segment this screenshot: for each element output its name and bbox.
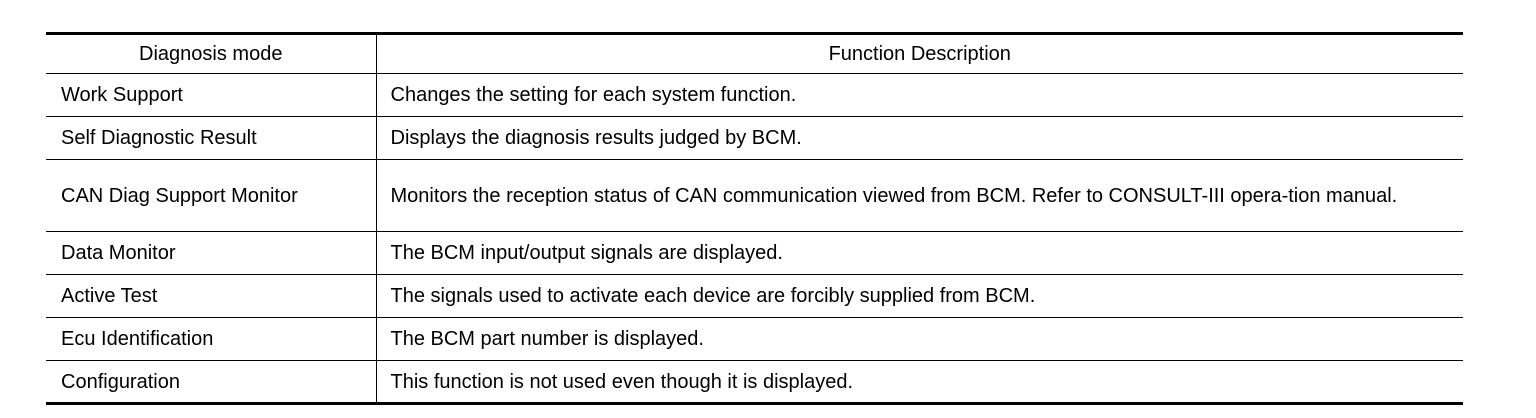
table-row: Data Monitor The BCM input/output signal… [46,231,1463,275]
table-row: Ecu Identification The BCM part number i… [46,317,1463,361]
table-row: Active Test The signals used to activate… [46,274,1463,318]
mode-cell: Active Test [46,274,377,318]
mode-cell: CAN Diag Support Monitor [46,159,377,232]
mode-cell: Ecu Identification [46,317,377,361]
header-diagnosis-mode: Diagnosis mode [46,32,377,74]
description-cell: Monitors the reception status of CAN com… [376,159,1463,232]
mode-cell: Data Monitor [46,231,377,275]
table-row: Configuration This function is not used … [46,360,1463,405]
mode-cell: Self Diagnostic Result [46,116,377,160]
diagnosis-mode-table: Diagnosis mode Function Description Work… [46,32,1463,405]
mode-cell: Work Support [46,73,377,117]
description-cell: Changes the setting for each system func… [376,73,1463,117]
table-row: CAN Diag Support Monitor Monitors the re… [46,159,1463,232]
header-function-description: Function Description [376,32,1463,74]
mode-cell: Configuration [46,360,377,405]
description-cell: The BCM part number is displayed. [376,317,1463,361]
table-row: Work Support Changes the setting for eac… [46,73,1463,117]
description-cell: Displays the diagnosis results judged by… [376,116,1463,160]
description-cell: The signals used to activate each device… [376,274,1463,318]
description-cell: The BCM input/output signals are display… [376,231,1463,275]
description-cell: This function is not used even though it… [376,360,1463,405]
diagnosis-mode-table-container: Diagnosis mode Function Description Work… [46,32,1463,405]
table-row: Self Diagnostic Result Displays the diag… [46,116,1463,160]
table-header-row: Diagnosis mode Function Description [46,32,1463,74]
